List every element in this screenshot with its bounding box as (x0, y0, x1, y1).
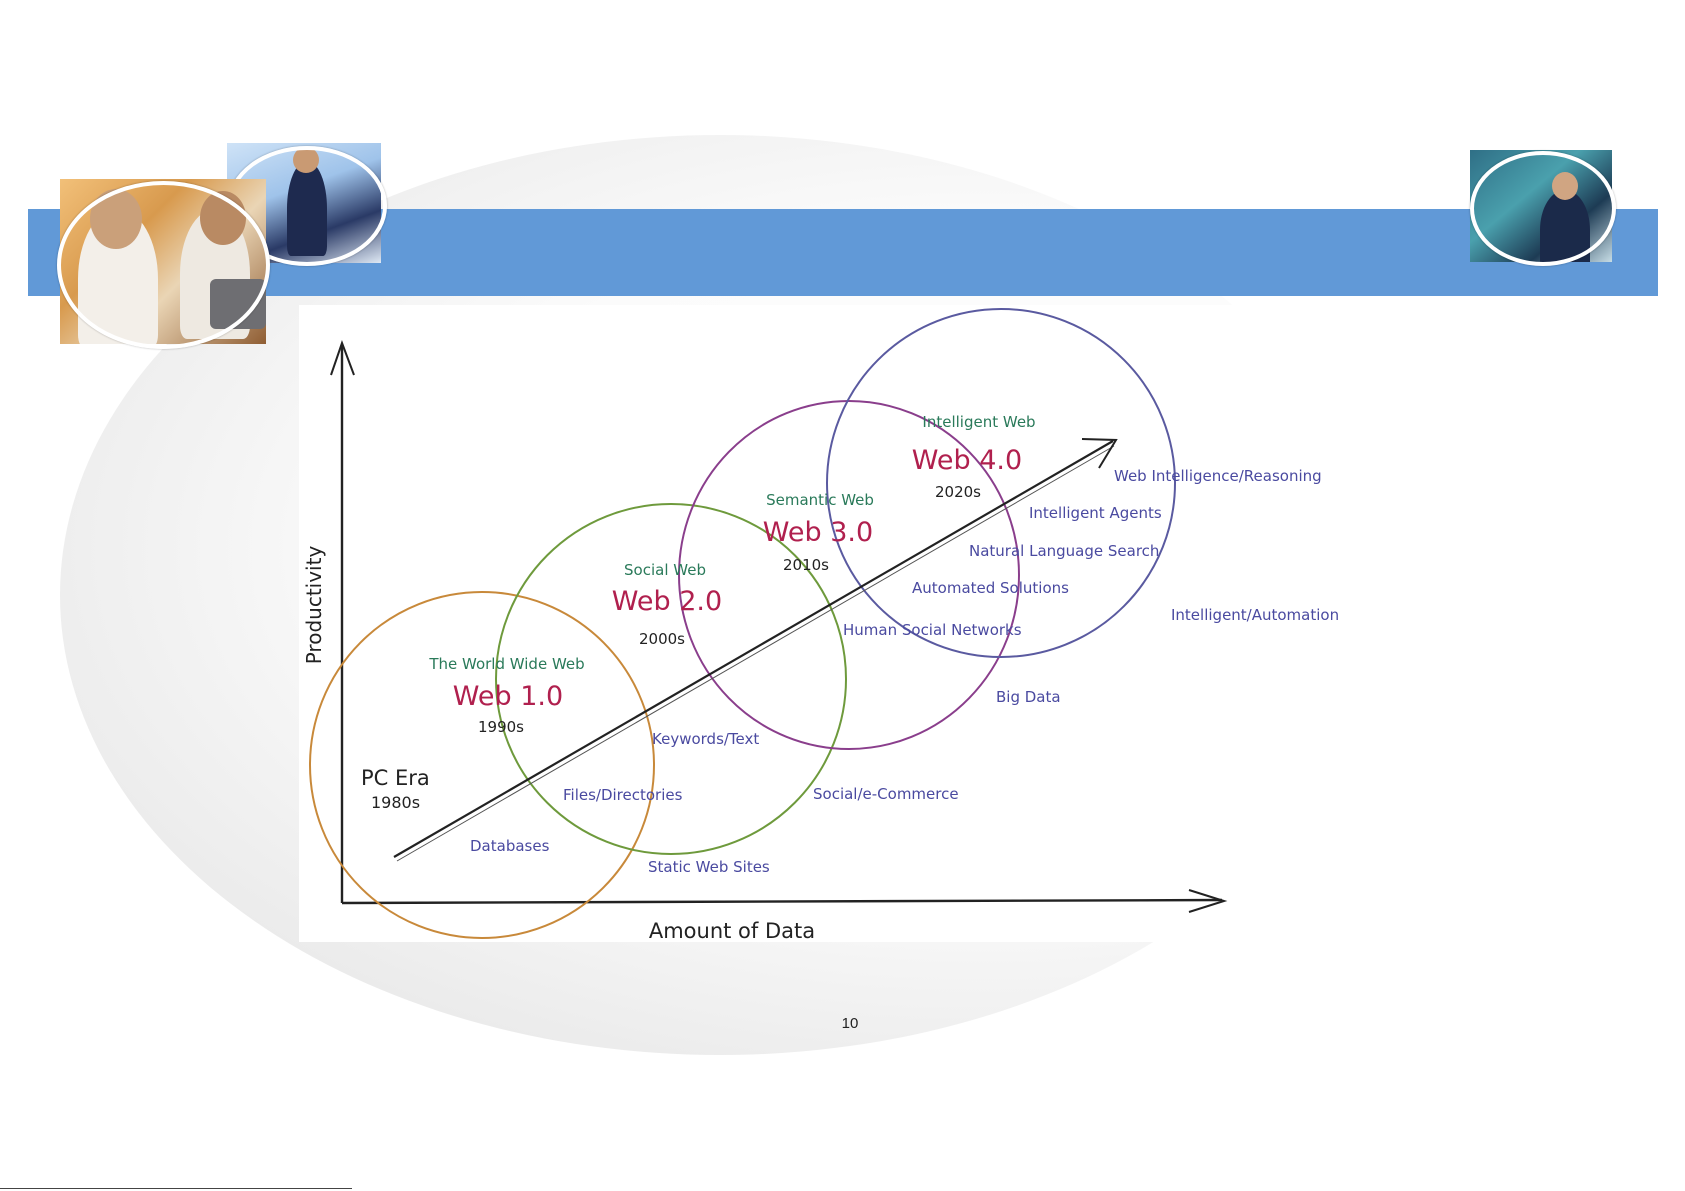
x-axis-label: Amount of Data (649, 919, 815, 942)
trend-arrow (393, 438, 1118, 862)
web2-year: 2000s (639, 630, 685, 648)
trend-line (393, 440, 1114, 858)
web3-circle (678, 400, 1020, 750)
x-axis-arrow-icon (1188, 889, 1228, 913)
pc-era-label: PC Era 1980s (361, 766, 430, 812)
item-static-web-sites: Static Web Sites (648, 858, 770, 876)
web-evolution-diagram: Productivity Amount of Data PC Era 1980s (299, 305, 1399, 942)
y-axis-label: Productivity (302, 546, 326, 665)
item-human-social-networks: Human Social Networks (843, 621, 1022, 639)
trend-line-shadow (396, 445, 1115, 862)
web2-subtitle: Social Web (624, 561, 706, 579)
photo-frame (57, 181, 270, 349)
item-intelligent-agents: Intelligent Agents (1029, 504, 1162, 522)
web1-subtitle: The World Wide Web (428, 655, 584, 673)
item-social-ecommerce: Social/e-Commerce (813, 785, 959, 803)
web1-title: Web 1.0 (453, 681, 563, 712)
web4-year: 2020s (935, 483, 981, 501)
pc-era-title: PC Era (361, 766, 430, 790)
trend-arrow-head-icon (1081, 438, 1118, 469)
x-axis (341, 898, 1223, 905)
item-intelligent-automation: Intelligent/Automation (1171, 606, 1339, 624)
item-big-data: Big Data (996, 688, 1061, 706)
y-axis-arrow-icon (330, 340, 355, 376)
web4-title: Web 4.0 (912, 445, 1022, 476)
era-labels: The World Wide Web Web 1.0 1990s Social … (428, 413, 1035, 736)
page-number: 10 (841, 1015, 859, 1032)
web2-circle (495, 503, 847, 855)
item-labels: Databases Static Web Sites Files/Directo… (470, 467, 1339, 876)
item-web-intelligence-reasoning: Web Intelligence/Reasoning (1114, 467, 1322, 485)
axes: Productivity Amount of Data (302, 340, 1228, 942)
web3-subtitle: Semantic Web (766, 491, 874, 509)
web4-subtitle: Intelligent Web (922, 413, 1035, 431)
web2-title: Web 2.0 (612, 586, 722, 617)
item-keywords-text: Keywords/Text (652, 730, 759, 748)
web1-year: 1990s (478, 718, 524, 736)
item-automated-solutions: Automated Solutions (912, 579, 1069, 597)
item-natural-language-search: Natural Language Search (969, 542, 1159, 560)
footer-rule (0, 1188, 352, 1189)
era-circles (309, 308, 1176, 939)
photo-frame (1470, 151, 1616, 266)
item-files-directories: Files/Directories (563, 786, 683, 804)
web4-circle (826, 308, 1176, 658)
item-databases: Databases (470, 837, 550, 855)
web3-title: Web 3.0 (763, 517, 873, 548)
pc-era-year: 1980s (371, 793, 420, 812)
web3-year: 2010s (783, 556, 829, 574)
web1-circle (309, 591, 655, 939)
